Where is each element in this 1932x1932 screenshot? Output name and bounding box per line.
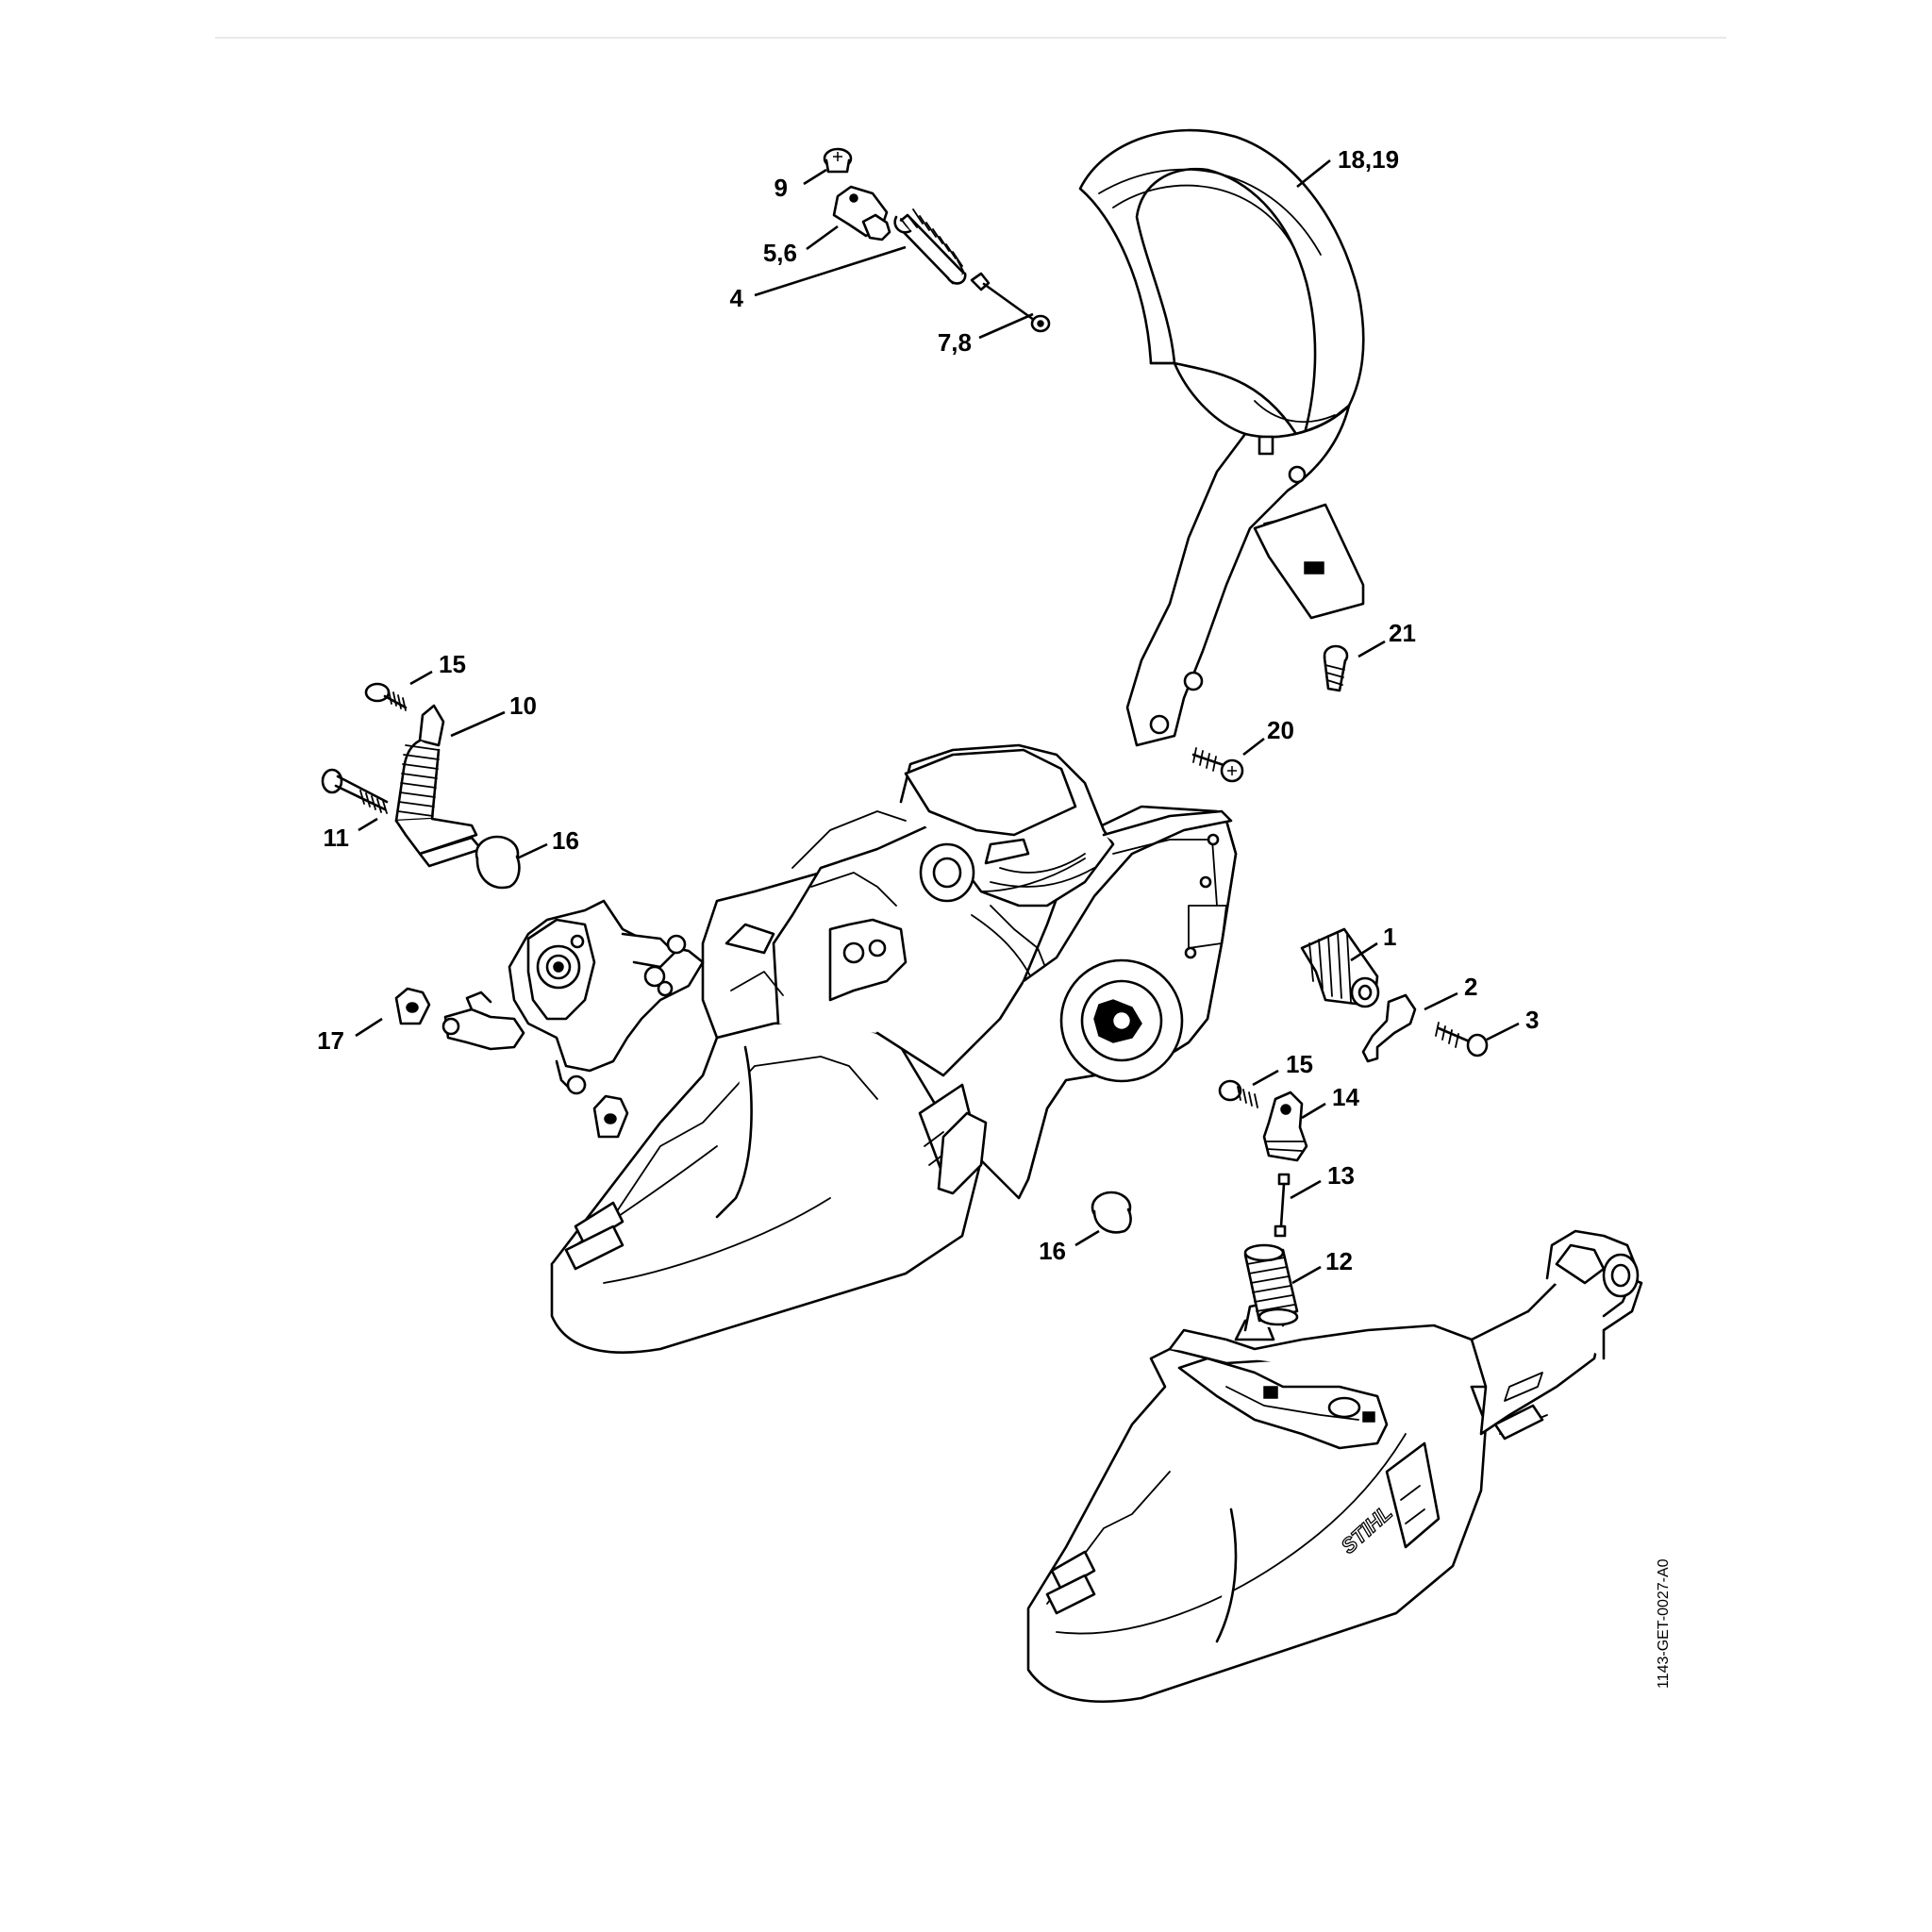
callout-16-lower: 16 [1039,1237,1066,1265]
part-11-bolt [321,768,389,814]
rear-handle-housing: STIHL [1026,1229,1643,1704]
part-20-screw [1191,747,1244,783]
leader-lines [355,158,1520,1285]
leader-9 [803,168,827,186]
leader-15-lower [1252,1069,1279,1087]
callout-15-lower: 15 [1286,1050,1313,1078]
part-10-buffer-spring [394,704,483,868]
part-2-bracket [1361,993,1417,1063]
part-16-plug-lower [1091,1191,1132,1234]
part-15-screw-lower [1218,1079,1258,1108]
front-handle-bar [1078,128,1365,747]
leader-21 [1357,640,1386,658]
part-9-screw [823,147,853,174]
callout-7-8: 7,8 [938,328,972,357]
document-number: 1143-GET-0027-A0 [1656,1558,1672,1689]
callout-17: 17 [317,1026,344,1055]
leader-7-8 [978,312,1034,340]
leader-2 [1424,991,1458,1011]
callout-13: 13 [1327,1161,1355,1190]
callout-5-6: 5,6 [763,239,797,267]
part-16-plug-upper [475,835,521,890]
left-bracket [441,899,705,1095]
leader-4 [754,245,907,297]
callout-10: 10 [509,691,537,720]
callout-9: 9 [774,174,788,202]
leader-12 [1291,1265,1322,1285]
leader-11 [358,817,378,832]
leader-3 [1486,1022,1520,1041]
callout-2: 2 [1464,973,1477,1001]
leader-17 [355,1017,383,1038]
callout-11: 11 [324,824,350,852]
lower-clip [592,1094,629,1139]
part-13-pin [1274,1173,1291,1238]
callout-18-19: 18,19 [1338,145,1399,174]
part-3-screw [1435,1022,1489,1058]
callout-20: 20 [1267,716,1294,744]
part-5-6-clamp [832,185,891,242]
callout-12: 12 [1325,1247,1353,1275]
part-7-8-pin [970,272,1051,333]
leader-18-19 [1296,158,1331,189]
leader-15-upper [409,670,433,686]
callout-15-upper: 15 [439,650,466,678]
leader-20 [1242,737,1265,757]
part-15-screw-upper [364,682,408,711]
leader-1 [1350,941,1378,962]
callout-3: 3 [1525,1006,1539,1034]
leader-14 [1301,1102,1326,1120]
leader-10 [450,710,506,738]
leader-16-lower [1074,1229,1100,1247]
callout-21: 21 [1389,619,1416,647]
leader-16-upper [516,842,548,860]
leader-13 [1290,1179,1322,1200]
part-1-buffer [1300,927,1380,1008]
part-21-screw [1323,644,1349,692]
callout-14: 14 [1332,1083,1359,1111]
powerhead-body [550,743,1238,1354]
callout-1: 1 [1383,923,1396,951]
callout-labels: 9 5,6 4 7,8 18,19 21 20 15 10 11 16 17 1… [317,145,1539,1275]
leader-5-6 [806,225,839,251]
part-12-spring [1243,1243,1299,1326]
callout-4: 4 [730,284,744,312]
part-14-buffer [1262,1091,1308,1162]
part-4-spring [893,208,967,285]
part-17-clip [394,987,431,1025]
callout-16-upper: 16 [552,826,579,855]
